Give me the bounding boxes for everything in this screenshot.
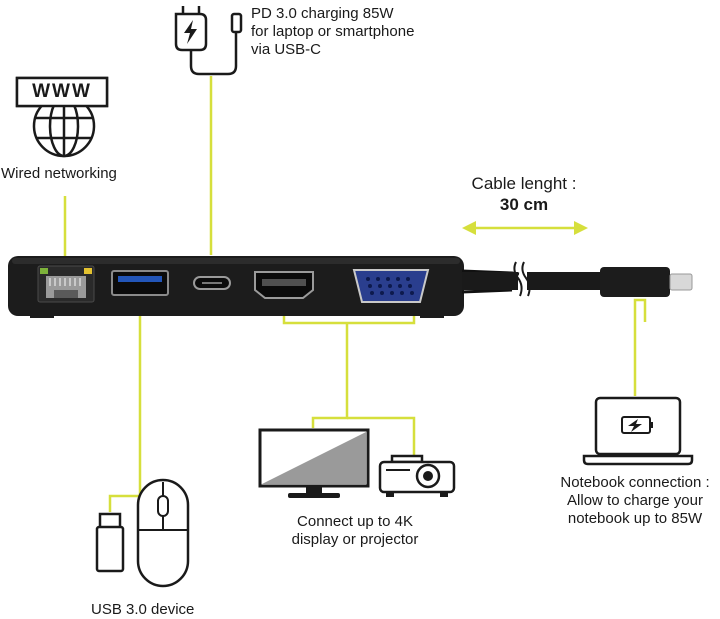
cable-length-caption: Cable lenght : <box>471 174 577 193</box>
laptop-icon <box>582 396 694 466</box>
line-video-trunk <box>311 323 349 428</box>
www-label: WWW <box>32 81 92 102</box>
usb-device-label: USB 3.0 device <box>91 601 195 618</box>
projector-icon <box>378 454 456 497</box>
monitor-icon <box>258 428 370 498</box>
mouse-icon <box>136 478 190 588</box>
pd-charging-label: PD 3.0 charging 85W for laptop or smartp… <box>251 5 415 58</box>
line-notebook <box>633 298 647 396</box>
display-label: Connect up to 4K display or projector <box>291 513 419 548</box>
globe-icon <box>15 76 109 158</box>
line-usb <box>108 298 142 512</box>
ethernet-port <box>37 265 95 303</box>
wired-networking-label: Wired networking <box>1 165 117 182</box>
cable-length-value: 30 cm <box>499 195 549 214</box>
charger-icon <box>174 6 243 76</box>
vga-port <box>352 269 430 303</box>
hdmi-port <box>254 271 314 299</box>
usb-stick-icon <box>95 512 125 573</box>
line-projector <box>347 416 416 458</box>
usb-c-cable <box>461 261 693 297</box>
usb-a-port <box>111 270 169 296</box>
usb-c-port <box>193 276 231 290</box>
notebook-label: Notebook connection : Allow to charge yo… <box>560 474 710 527</box>
